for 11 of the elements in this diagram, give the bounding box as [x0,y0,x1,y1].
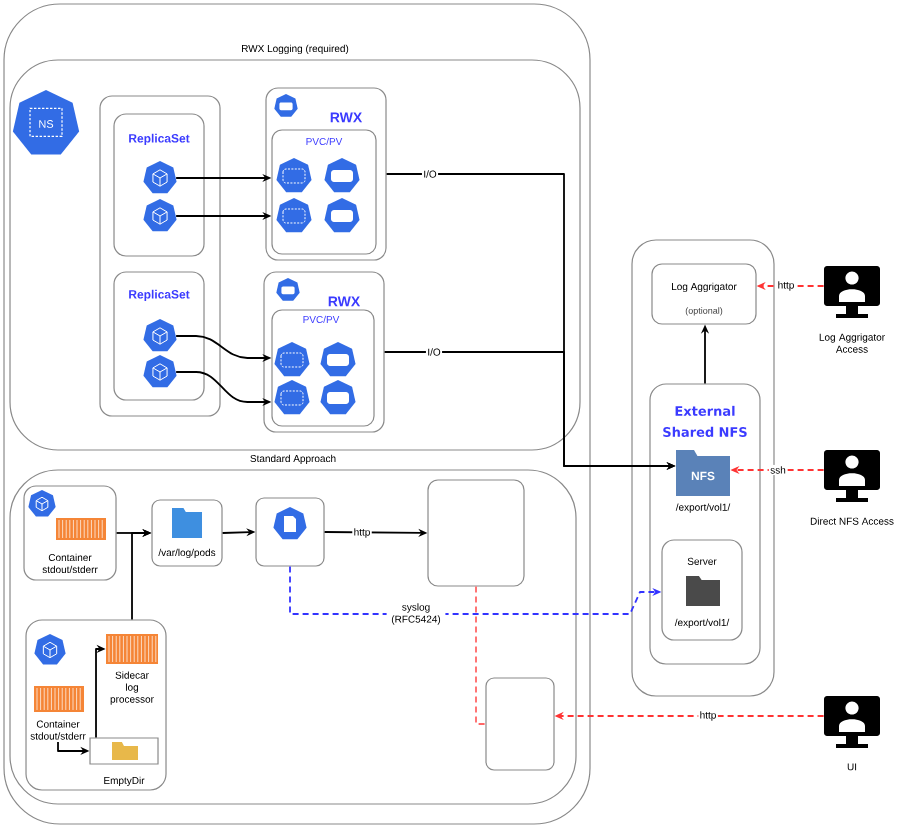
person-icon [824,450,880,502]
process-box [427,479,525,587]
cube-icon [143,355,177,388]
cube-icon [143,199,177,232]
person-icon [824,266,880,318]
connector-line [475,585,487,725]
container-icon [106,634,158,664]
process-box [485,677,555,771]
cube-icon [143,161,177,194]
cube-icon [143,319,177,352]
person-icon [824,696,880,748]
